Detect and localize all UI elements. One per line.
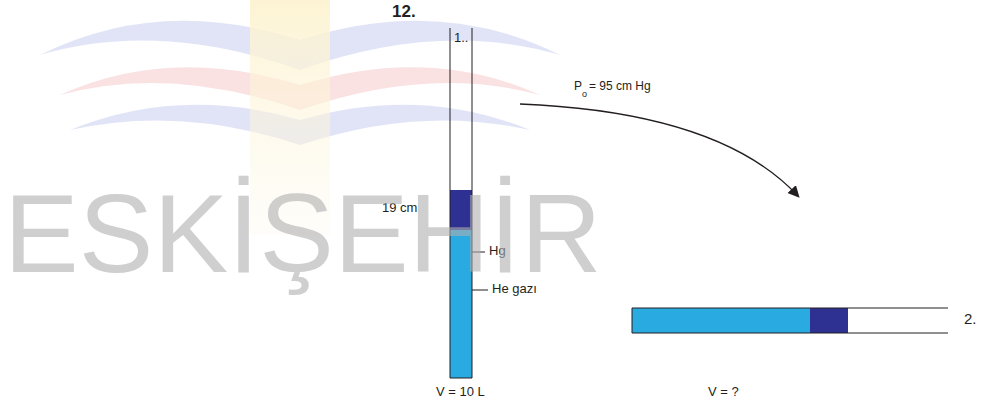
problem-number: 12. xyxy=(392,2,416,22)
horizontal-tube xyxy=(632,308,948,333)
volume-label: V = 10 L xyxy=(436,385,485,400)
pressure-symbol: P xyxy=(574,80,582,94)
tube-number: 2. xyxy=(964,310,977,327)
watermark: ESKİŞEHİR xyxy=(4,170,602,299)
tube-number: 1.. xyxy=(454,31,468,46)
pressure-subscript: o xyxy=(582,89,587,99)
volume-label: V = ? xyxy=(708,385,739,400)
pressure-value: = 95 cm Hg xyxy=(589,80,651,94)
